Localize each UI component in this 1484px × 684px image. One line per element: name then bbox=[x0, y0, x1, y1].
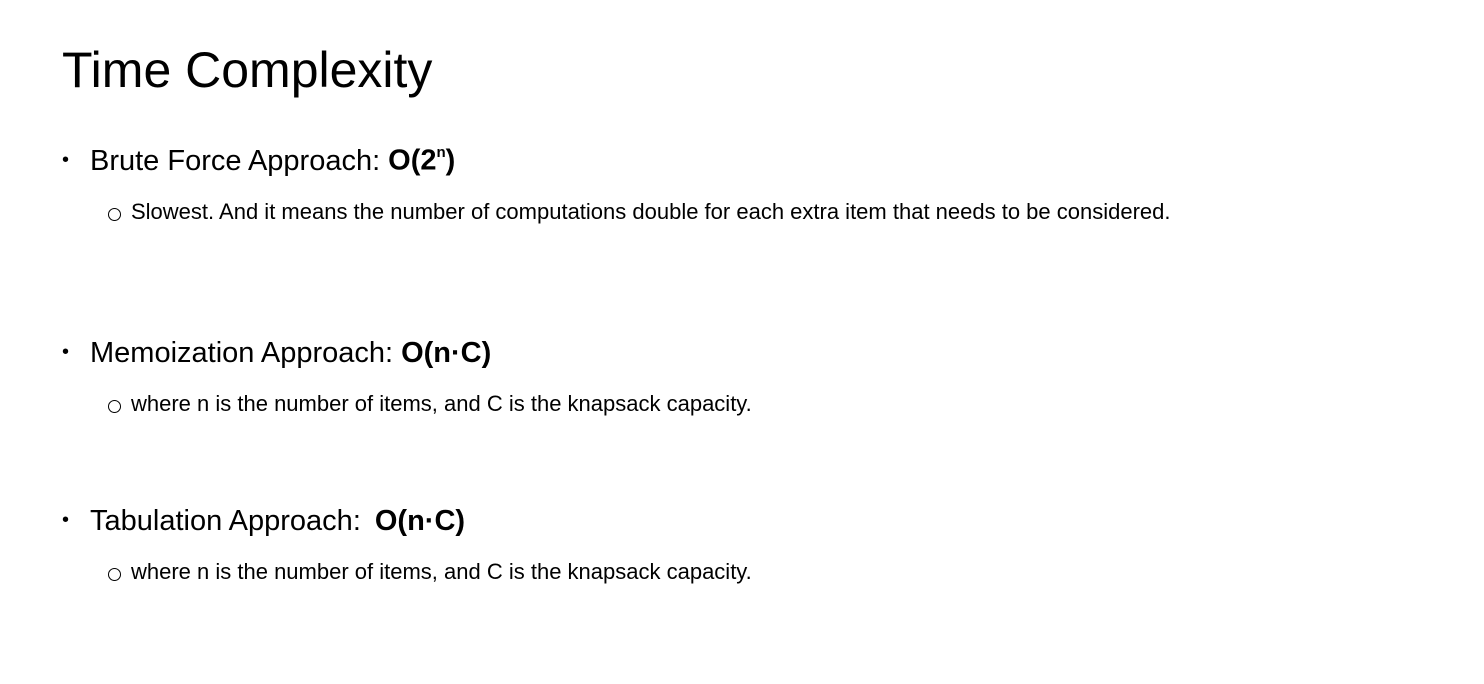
sub-bullet-circle-icon bbox=[108, 207, 121, 221]
sub-bullet-circle-icon bbox=[108, 400, 121, 413]
bullet-detail-text: Slowest. And it means the number of comp… bbox=[131, 198, 1171, 224]
bullet-label: Tabulation Approach: bbox=[90, 505, 361, 537]
complexity-value: O(2n) bbox=[388, 144, 456, 177]
slide-title: Time Complexity bbox=[62, 42, 433, 98]
bullet-dot-icon: • bbox=[62, 148, 70, 171]
bullet-detail: Slowest. And it means the number of comp… bbox=[108, 197, 1238, 227]
bullet-dot-icon: • bbox=[62, 509, 70, 531]
bullet-memoization: • Memoization Approach: O(n·C) where n i… bbox=[62, 334, 1442, 419]
bullet-main: • Tabulation Approach: O(n·C) bbox=[62, 502, 1442, 543]
complexity-value: O(n·C) bbox=[401, 337, 492, 369]
bullet-tabulation: • Tabulation Approach: O(n·C) where n is… bbox=[62, 502, 1442, 587]
bullet-detail-text: where n is the number of items, and C is… bbox=[131, 391, 752, 416]
sub-bullet-circle-icon bbox=[108, 568, 121, 581]
complexity-value: O(n·C) bbox=[374, 505, 466, 537]
bullet-detail-text: where n is the number of items, and C is… bbox=[131, 559, 752, 584]
complexity-exponent: n bbox=[436, 144, 446, 161]
bullet-label: Brute Force Approach: bbox=[90, 144, 381, 177]
bullet-dot-icon: • bbox=[62, 341, 70, 363]
bullet-detail: where n is the number of items, and C is… bbox=[108, 557, 1238, 587]
bullet-brute-force: • Brute Force Approach: O(2n) Slowest. A… bbox=[62, 136, 1442, 227]
bullet-detail: where n is the number of items, and C is… bbox=[108, 389, 1238, 419]
bullet-label: Memoization Approach: bbox=[90, 337, 394, 369]
bullet-main: • Brute Force Approach: O(2n) bbox=[62, 136, 1442, 183]
bullet-main: • Memoization Approach: O(n·C) bbox=[62, 334, 1442, 375]
